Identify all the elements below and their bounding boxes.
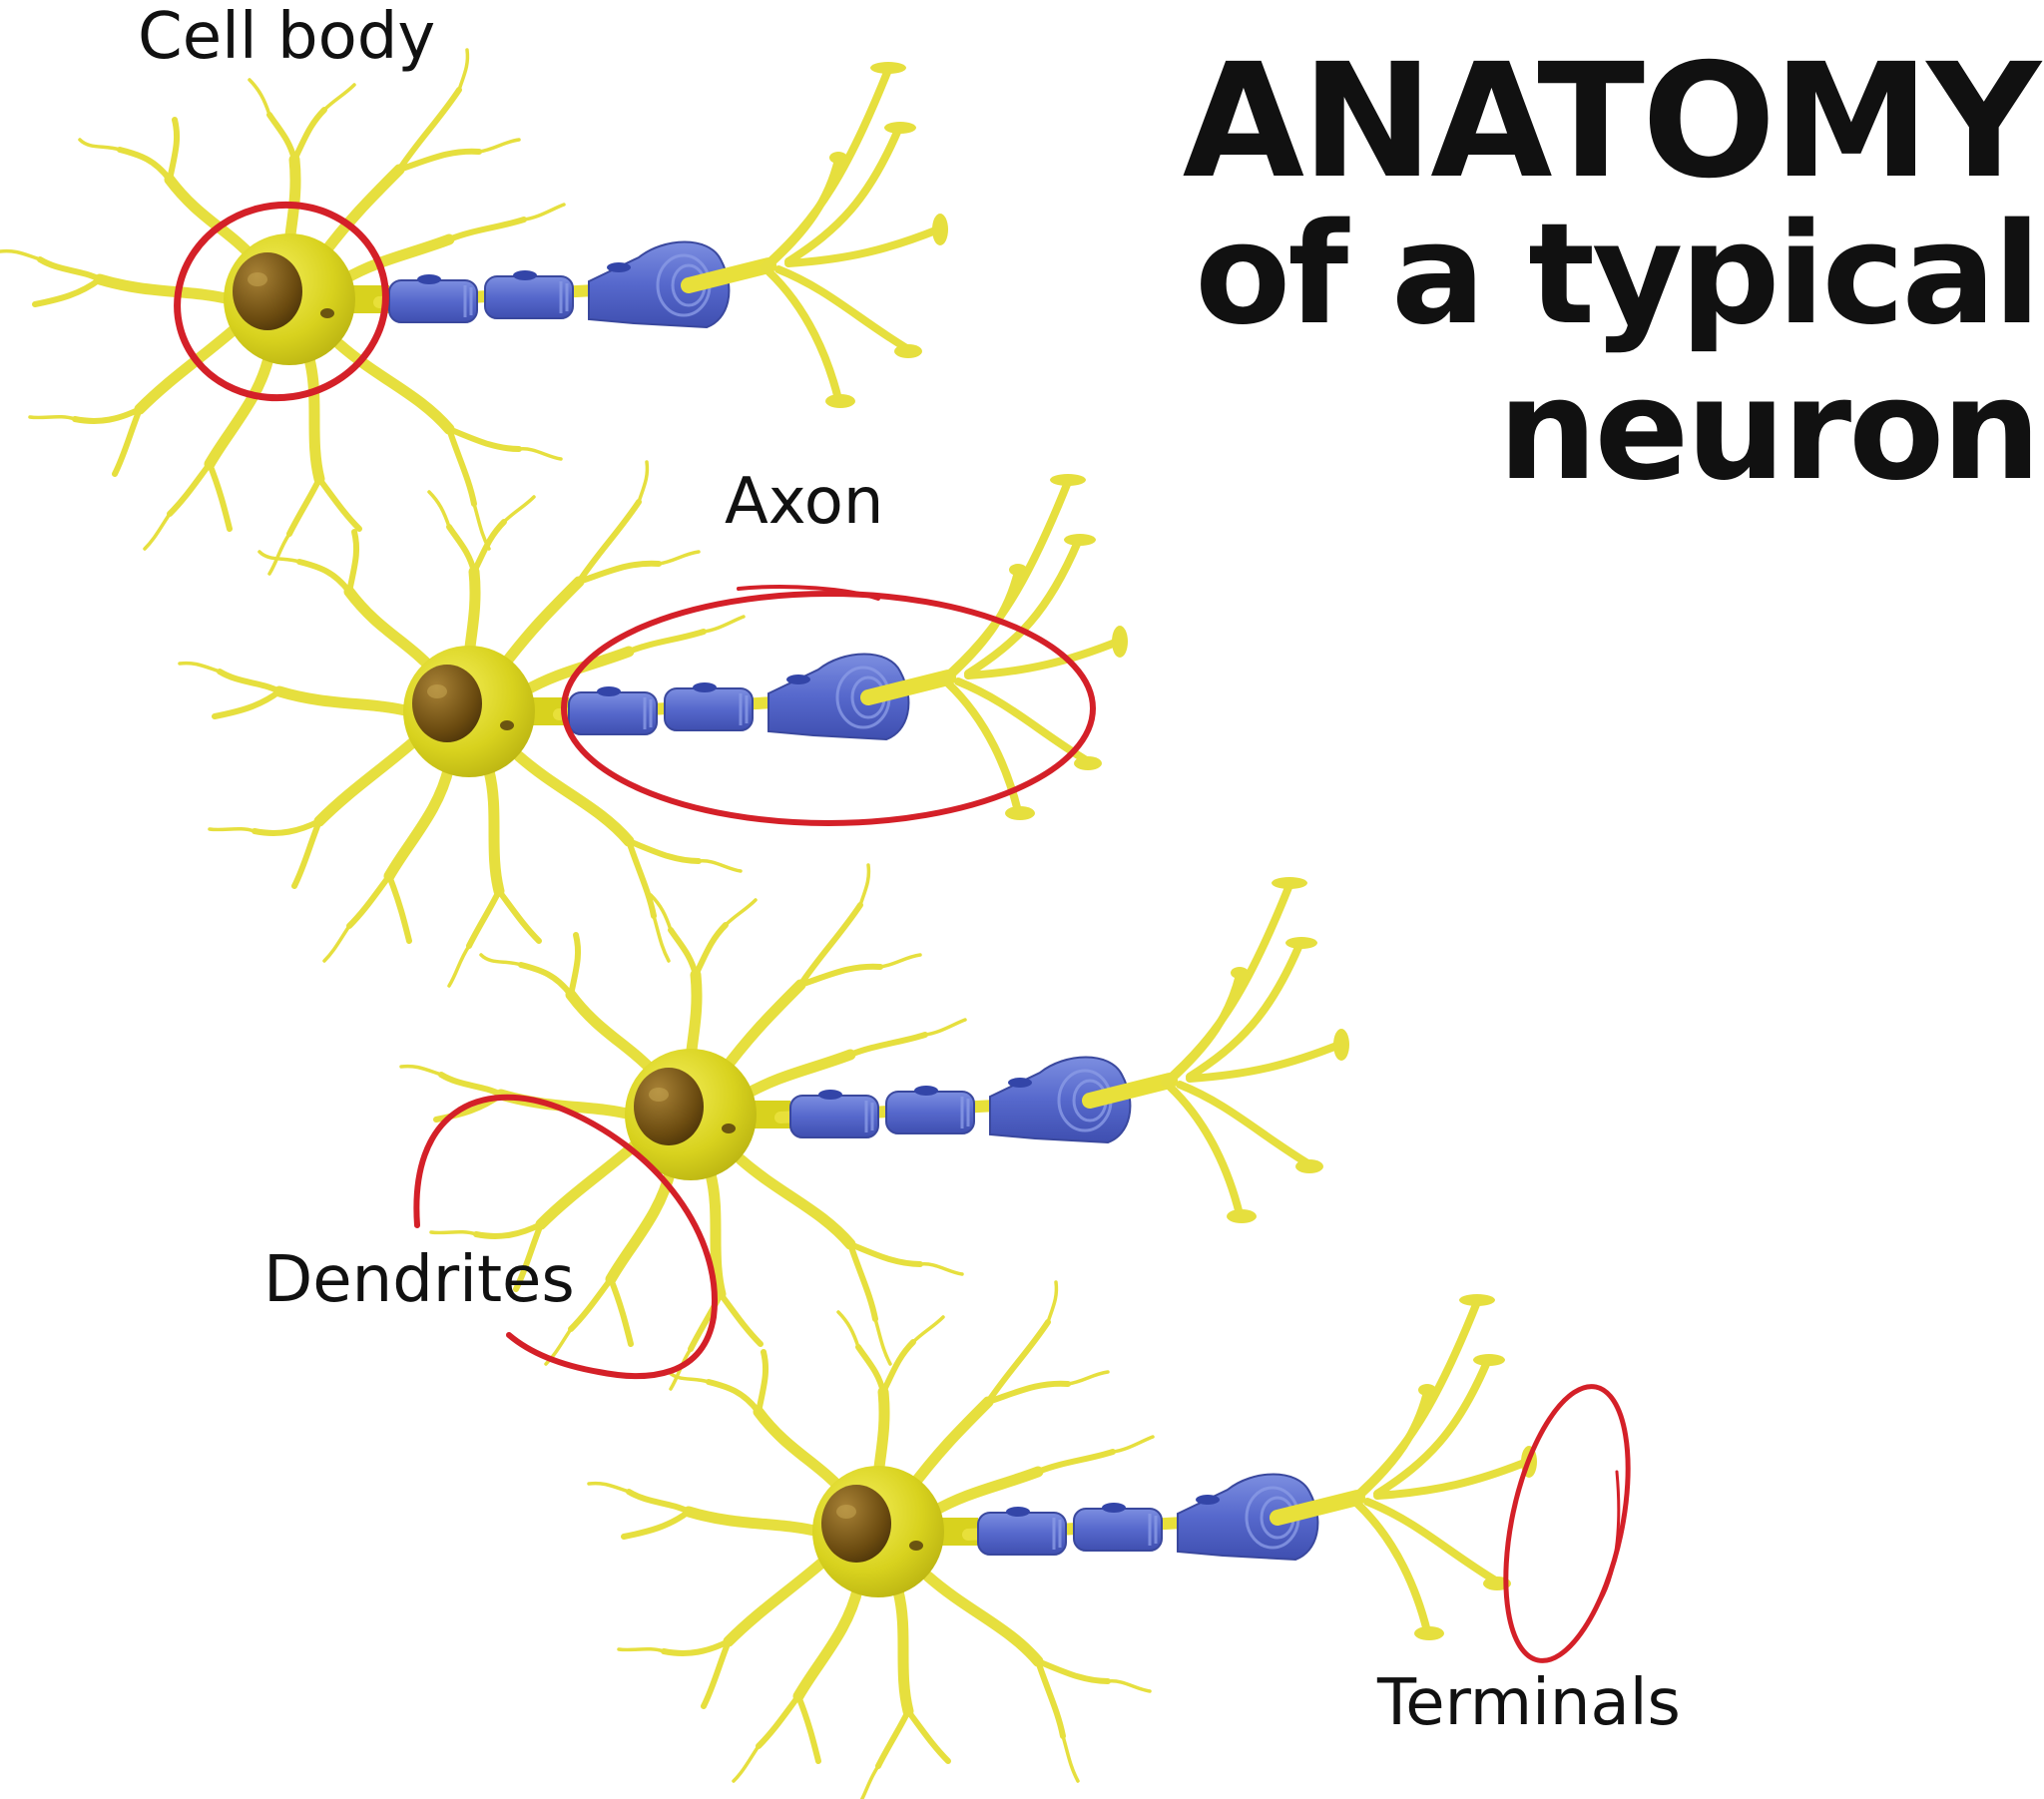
axon-highlight bbox=[561, 591, 1096, 826]
label-dendrites: Dendrites bbox=[263, 1243, 575, 1317]
terminals-highlight-flourish bbox=[1595, 1470, 1621, 1608]
title-line-2: of a typical bbox=[1195, 194, 2041, 356]
cell-body-highlight bbox=[174, 201, 389, 402]
label-terminals: Terminals bbox=[1377, 1666, 1681, 1740]
axon-highlight-flourish bbox=[737, 585, 880, 601]
label-axon: Axon bbox=[725, 465, 884, 539]
neuron-2 bbox=[180, 462, 1128, 986]
label-cell-body: Cell body bbox=[138, 0, 436, 74]
title-line-1: ANATOMY bbox=[1182, 30, 2041, 214]
title-line-3: neuron bbox=[1497, 349, 2041, 512]
terminals-highlight bbox=[1503, 1384, 1631, 1663]
dendrites-highlight bbox=[413, 1094, 718, 1380]
